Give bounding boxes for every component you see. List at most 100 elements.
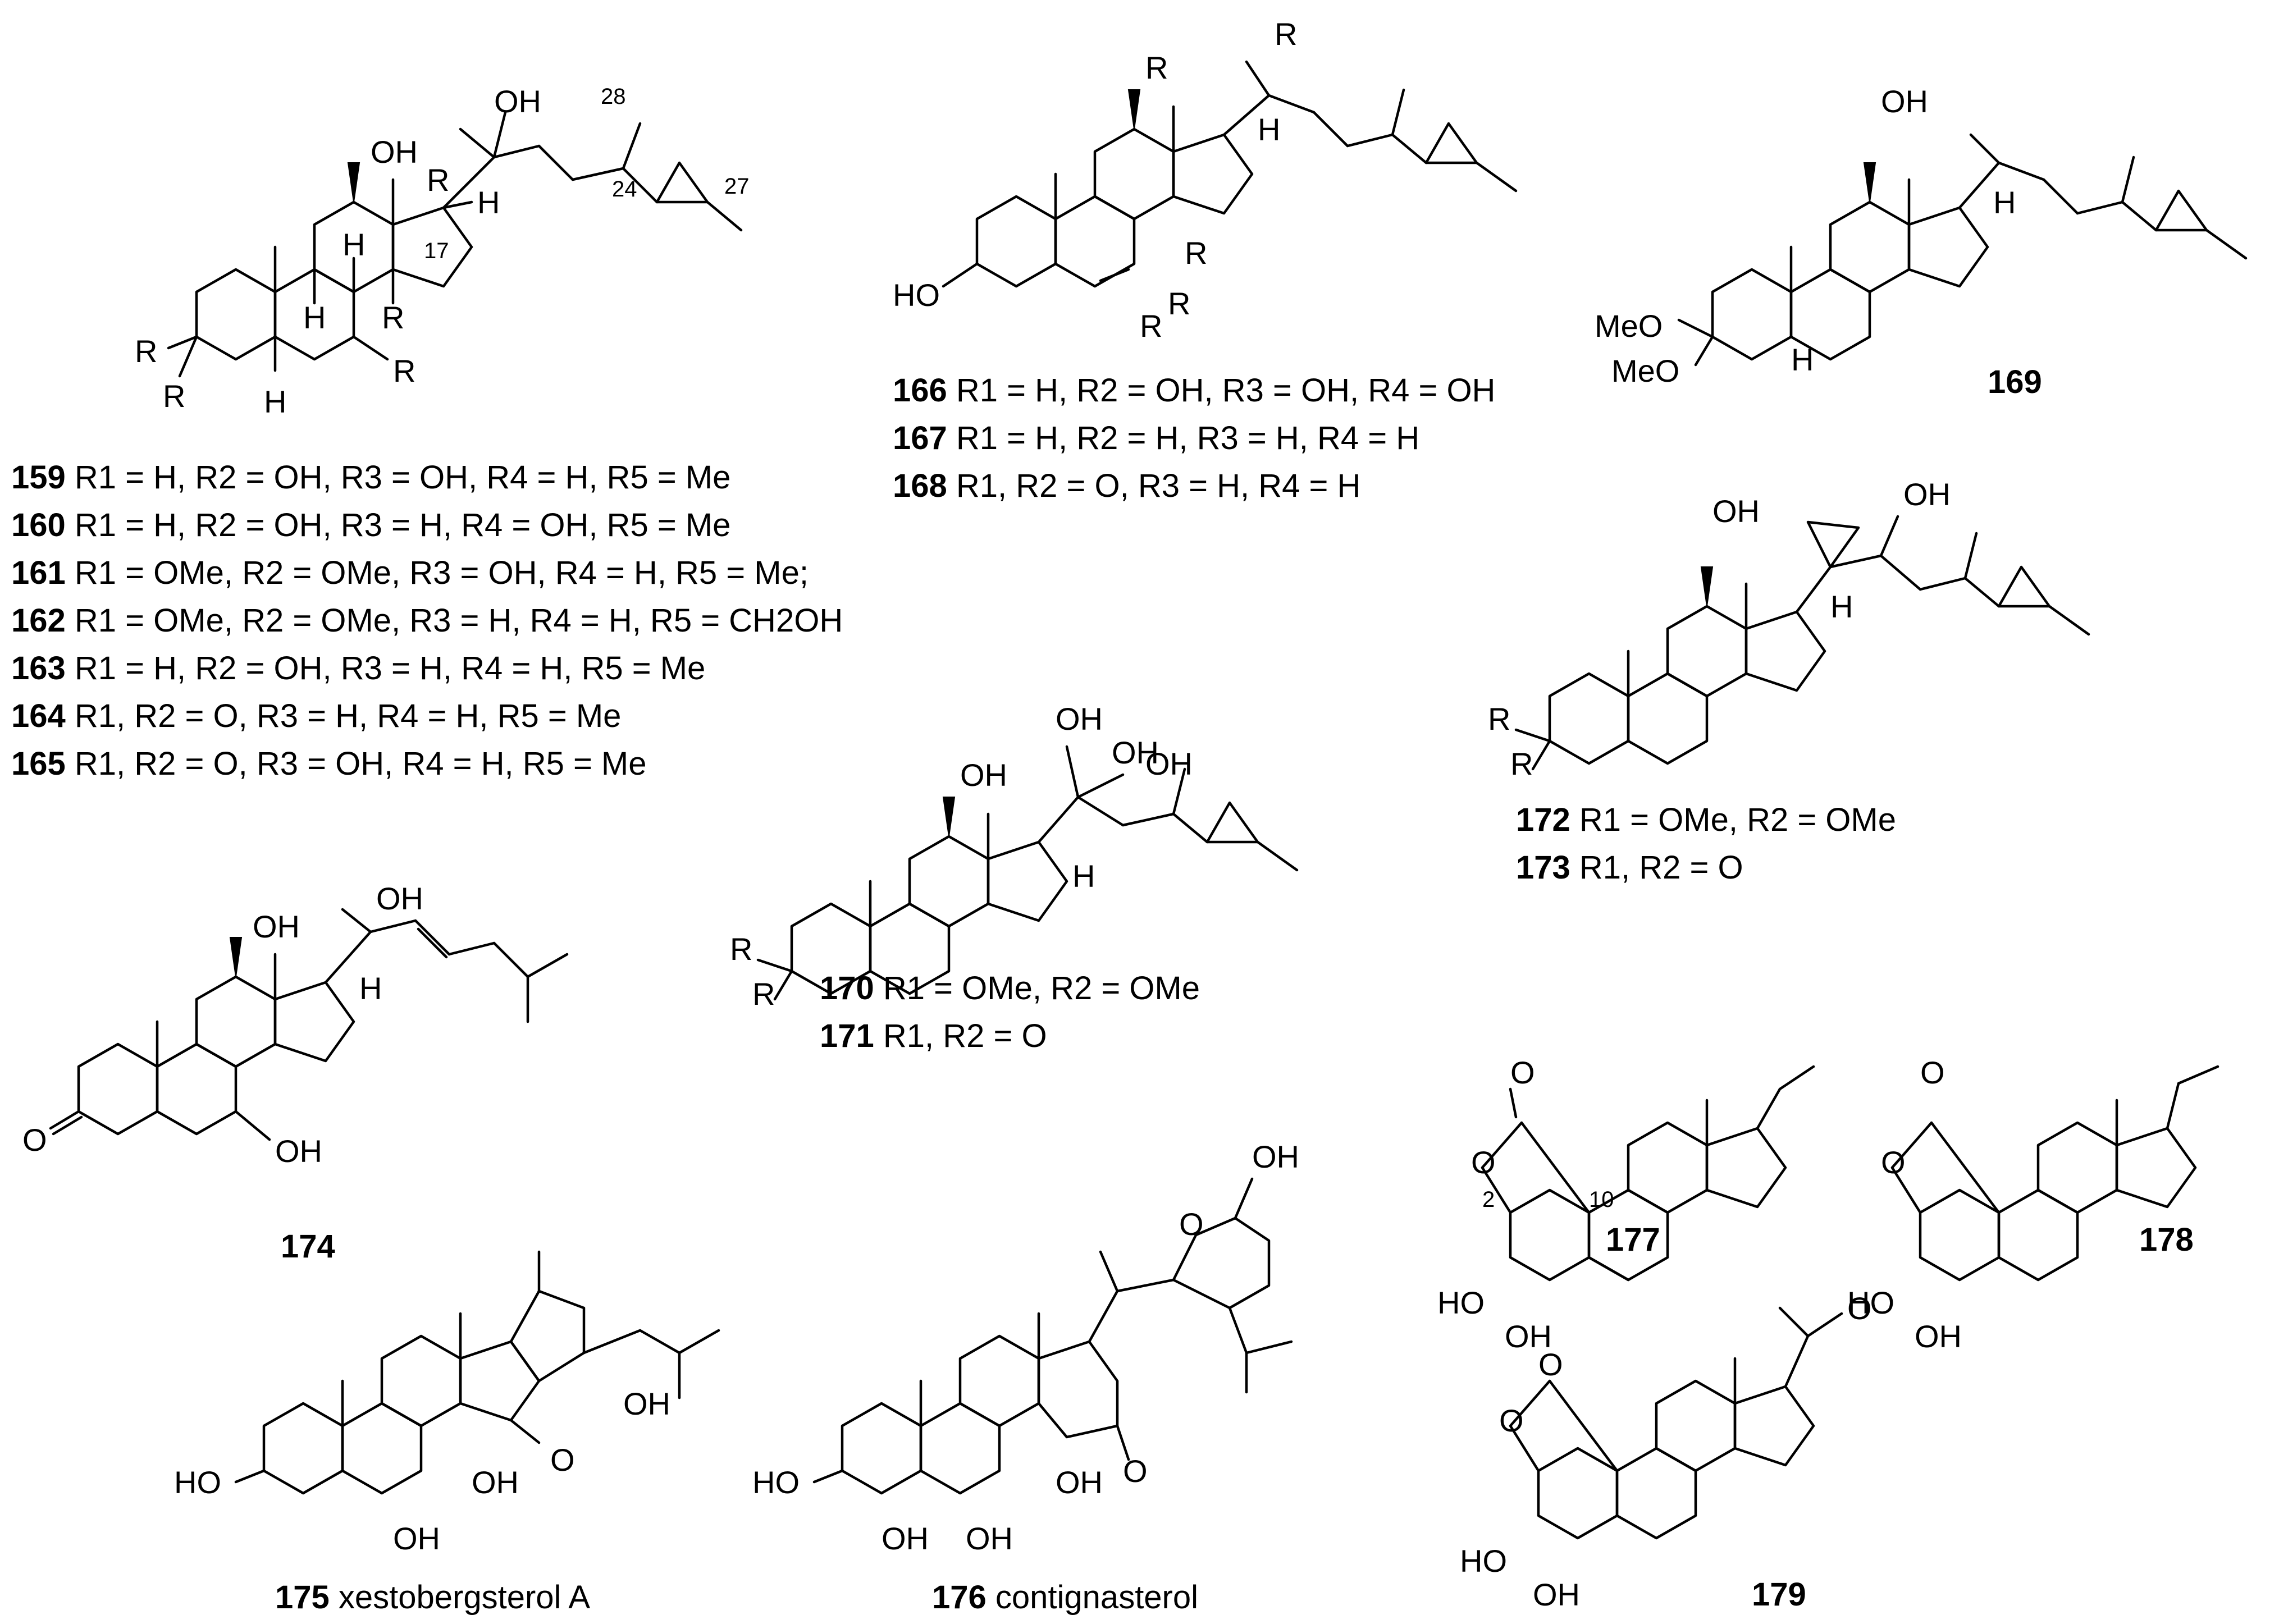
- oh-177: OH: [1505, 1319, 1552, 1354]
- o-ketone-175: O: [550, 1442, 575, 1477]
- o-lactone-179: O: [1499, 1403, 1524, 1438]
- legend-179: 179: [1752, 1576, 1806, 1613]
- r2-label-170: R: [752, 976, 775, 1012]
- caption-175-id: 175: [275, 1579, 330, 1616]
- legend-168: 168 R1, R2 = O, R3 = H, R4 = H: [893, 468, 1360, 504]
- h-c17-172: H: [1830, 589, 1853, 624]
- h-c9-159: H: [303, 300, 326, 335]
- locant-10: 10: [1589, 1187, 1614, 1212]
- legend-173: 173 R1, R2 = O: [1516, 849, 1743, 886]
- structure-159-165: [167, 111, 743, 378]
- legend-162: 162 R1 = OMe, R2 = OMe, R3 = H, R4 = H, …: [11, 602, 843, 639]
- r4-label-159: R: [382, 300, 404, 335]
- r5-label-159: R: [427, 162, 449, 198]
- legend-172: 172 R1 = OMe, R2 = OMe: [1516, 802, 1896, 838]
- caption-175-name: xestobergsterol A: [338, 1579, 591, 1616]
- legend-174: 174: [281, 1228, 335, 1265]
- meo-2-169: MeO: [1611, 353, 1679, 388]
- legend-171: 171 R1, R2 = O: [820, 1018, 1047, 1054]
- o-ketone-176: O: [1123, 1453, 1148, 1489]
- legend-159: 159 R1 = H, R2 = OH, R3 = OH, R4 = H, R5…: [11, 459, 730, 496]
- caption-175: 175 xestobergsterol A: [275, 1579, 590, 1616]
- o-carbonyl-179: O: [1538, 1347, 1563, 1382]
- oh-c12-170: OH: [960, 757, 1007, 793]
- r4-label-166-top: R: [1145, 50, 1168, 85]
- o-ring-176: O: [1179, 1206, 1204, 1242]
- structure-169: [1677, 133, 2248, 367]
- h-c17-166: H: [1258, 112, 1280, 147]
- locant-24: 24: [612, 177, 637, 202]
- caption-176-name: contignasterol: [995, 1579, 1199, 1616]
- o-carbonyl-178: O: [1920, 1055, 1945, 1090]
- h-c5-169: H: [1791, 342, 1814, 377]
- oh-c15-175: OH: [623, 1386, 670, 1421]
- structure-172-173: [1514, 515, 2090, 771]
- r2-label-159: R: [163, 378, 185, 414]
- oh-c4-176: OH: [882, 1521, 929, 1556]
- oh-c22-170: OH: [1145, 746, 1193, 781]
- legend-160: 160 R1 = H, R2 = OH, R3 = H, R4 = OH, R5…: [11, 507, 730, 543]
- ho-177: HO: [1437, 1285, 1485, 1320]
- structure-175: [234, 1250, 720, 1495]
- oh-c12-172: OH: [1712, 493, 1760, 529]
- legend-group: 159 R1 = H, R2 = OH, R3 = OH, R4 = H, R5…: [11, 364, 2042, 1613]
- ho-c3-166: HO: [893, 277, 940, 313]
- oh-178: OH: [1915, 1319, 1962, 1354]
- h-c8-159: H: [342, 227, 365, 262]
- r1-label-172: R: [1488, 701, 1510, 736]
- legend-164: 164 R1, R2 = O, R3 = H, R4 = H, R5 = Me: [11, 698, 621, 734]
- oh-c7-176: OH: [1056, 1465, 1103, 1500]
- caption-178: 178: [2139, 1221, 2194, 1259]
- r2-label-166: R: [1168, 286, 1190, 321]
- oh-c12-174: OH: [253, 909, 300, 944]
- legend-163: 163 R1 = H, R2 = OH, R3 = H, R4 = H, R5 …: [11, 650, 705, 687]
- r1-label-166: R: [1140, 308, 1162, 344]
- structure-176: [812, 1177, 1293, 1495]
- oh-c20-174: OH: [376, 881, 423, 916]
- h-c5-159: H: [264, 384, 286, 419]
- meo-1-169: MeO: [1595, 308, 1663, 344]
- h-c17-170: H: [1072, 858, 1095, 894]
- r3-label-166: R: [1275, 16, 1297, 52]
- o-acetyl-179: O: [1847, 1291, 1872, 1326]
- oh-c7-175: OH: [472, 1465, 519, 1500]
- oh-c12-169: OH: [1881, 84, 1928, 119]
- o-lactone-177: O: [1471, 1145, 1496, 1180]
- ho-178: HO: [1847, 1285, 1894, 1320]
- legend-167: 167 R1 = H, R2 = H, R3 = H, R4 = H: [893, 420, 1419, 456]
- oh-c21-170: OH: [1056, 701, 1103, 736]
- caption-177: 177: [1606, 1221, 1660, 1259]
- locant-2: 2: [1482, 1187, 1495, 1212]
- o-lactone-178: O: [1881, 1145, 1906, 1180]
- r1-label-159: R: [135, 333, 157, 369]
- oh-c22-172: OH: [1903, 477, 1951, 512]
- h-c17-174: H: [359, 971, 382, 1006]
- oh-c6-176: OH: [966, 1521, 1013, 1556]
- oh-179: OH: [1533, 1577, 1580, 1612]
- h-c17-169: H: [1993, 185, 2016, 220]
- ho-c3-176: HO: [752, 1465, 800, 1500]
- h-c17-159: H: [477, 185, 500, 220]
- structure-174: [49, 908, 569, 1141]
- oh-c6-175: OH: [393, 1521, 440, 1556]
- o-carbonyl-177: O: [1510, 1055, 1535, 1090]
- oh-c7-174: OH: [275, 1133, 322, 1169]
- oh-c20-159: OH: [494, 84, 541, 119]
- r4-label-166: R: [1185, 235, 1207, 271]
- r3-label-159: R: [393, 353, 415, 388]
- locant-28: 28: [601, 84, 626, 109]
- o-c3-174: O: [22, 1122, 47, 1158]
- caption-176: 176 contignasterol: [932, 1579, 1198, 1616]
- legend-166: 166 R1 = H, R2 = OH, R3 = OH, R4 = OH: [893, 372, 1495, 409]
- structure-178: [1890, 1065, 2220, 1282]
- legend-161: 161 R1 = OMe, R2 = OMe, R3 = OH, R4 = H,…: [11, 555, 809, 591]
- caption-178-id: 178: [2139, 1222, 2194, 1258]
- structure-170-171: [756, 745, 1299, 1001]
- structure-179: [1509, 1306, 1843, 1540]
- caption-177-id: 177: [1606, 1222, 1660, 1258]
- structure-166-168: [942, 60, 1518, 288]
- ho-179: HO: [1460, 1543, 1507, 1579]
- locant-27: 27: [724, 174, 750, 199]
